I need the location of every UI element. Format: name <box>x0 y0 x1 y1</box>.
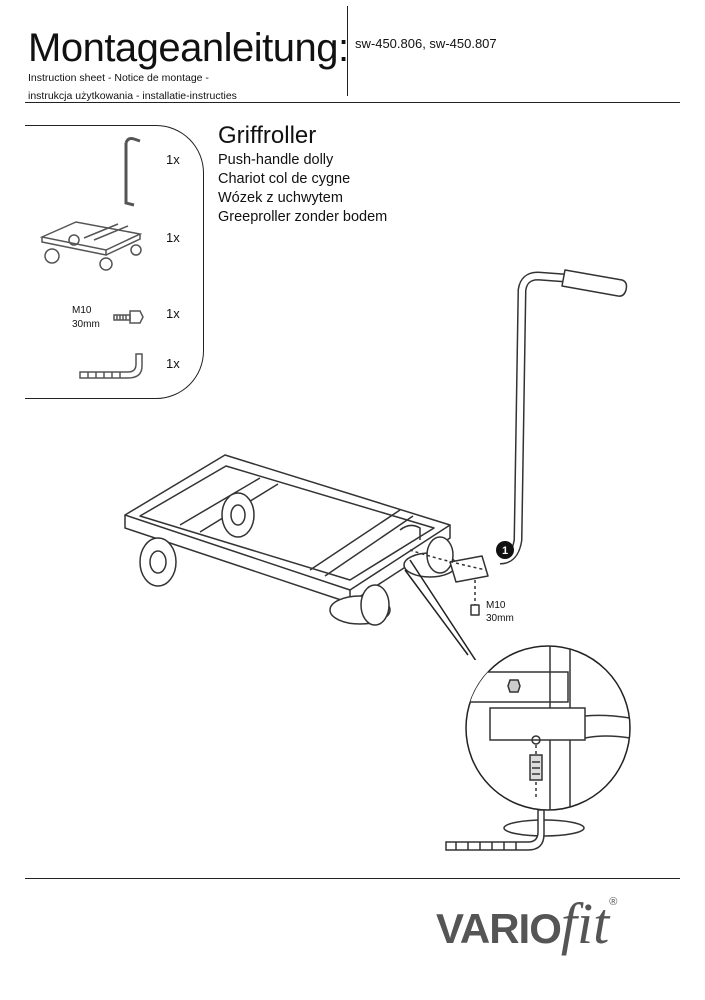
header-rule <box>25 102 680 103</box>
product-title: Griffroller <box>218 122 317 149</box>
variofit-logo: VARIOfit® <box>436 890 617 957</box>
document-title: Montageanleitung: <box>28 26 349 70</box>
logo-registered: ® <box>609 896 618 908</box>
logo-vario: VARIO <box>436 905 562 952</box>
diagram-bolt-size: M10 <box>486 600 506 611</box>
product-name-pl: Wózek z uchwytem <box>218 190 343 206</box>
part-qty-handle: 1x <box>166 152 180 167</box>
bolt-size-label: M10 <box>72 305 92 316</box>
part-qty-frame: 1x <box>166 230 180 245</box>
product-name-nl: Greeproller zonder bodem <box>218 209 388 225</box>
model-numbers: sw-450.806, sw-450.807 <box>355 36 497 51</box>
subtitle-line-2: instrukcja użytkowania - installatie-ins… <box>28 90 237 102</box>
bolt-icon <box>113 310 144 324</box>
subtitle-line-1: Instruction sheet - Notice de montage - <box>28 72 209 84</box>
handle-icon <box>124 137 141 207</box>
footer-rule <box>25 878 680 879</box>
product-name-fr: Chariot col de cygne <box>218 171 351 187</box>
step-number: 1 <box>502 545 508 557</box>
parts-list-box <box>25 125 204 399</box>
bolt-length-label: 30mm <box>72 319 100 330</box>
assembly-illustration: 1 <box>124 269 628 660</box>
diagram-bolt-length: 30mm <box>486 613 514 624</box>
dolly-frame-icon <box>39 221 143 271</box>
product-name-en: Push-handle dolly <box>218 152 334 168</box>
logo-fit: fit <box>560 891 610 956</box>
header-divider <box>347 6 348 96</box>
detail-zoom-view <box>445 645 631 851</box>
part-qty-allen-key: 1x <box>166 356 180 371</box>
part-qty-bolt: 1x <box>166 306 180 321</box>
allen-key-icon <box>79 353 143 379</box>
